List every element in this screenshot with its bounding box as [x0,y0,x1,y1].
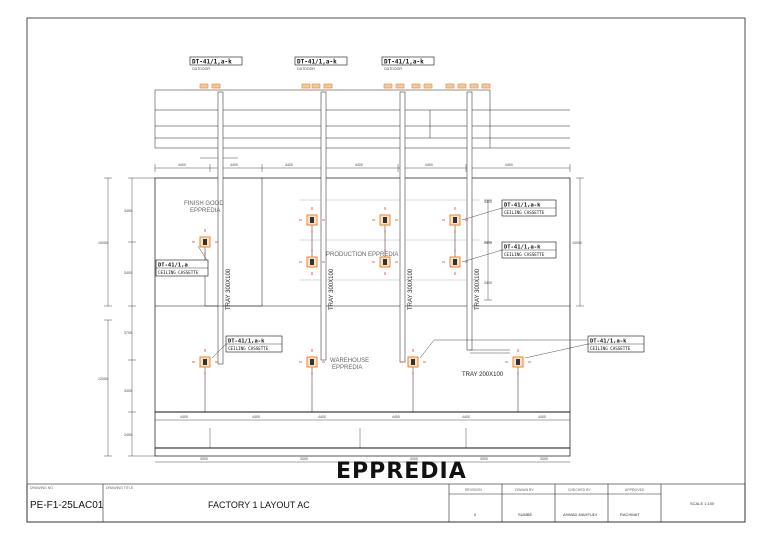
indoor-unit [192,349,218,375]
top-unit-sub-text: OUTDOOR [192,67,210,71]
dim-label: 4400 [355,163,363,167]
dim-label: 4400 [538,415,546,419]
indoor-unit [192,229,218,255]
tb-label: DRAWN BY [515,488,534,492]
revision-value: 0 [474,512,477,517]
tray-label: TRAY 300X100 [329,268,335,310]
building-outline [154,177,571,457]
approved-by-value: RACHMAT [620,512,640,517]
dim-label: 3000 [480,457,488,461]
unit-tag-text: DT-41/1,a-k [590,339,627,345]
tb-label: CHECKED BY [568,488,591,492]
left-dimensions [104,177,155,457]
unit-tag-sub: CEILING CASSETTE [158,270,199,275]
unit-tag-sub: CEILING CASSETTE [590,346,631,351]
indoor-unit [505,349,531,375]
unit-tag-sub: CEILING CASSETTE [504,210,545,215]
top-unit-tag-1: DT-41/1,a-k OUTDOOR [189,56,243,71]
dim-label: 3400 [484,200,492,204]
dim-label: 3400 [124,389,132,393]
dim-label: 12000 [98,377,108,381]
dim-label: 4400 [180,415,188,419]
top-unit-tag-2: DT-41/1,a-k OUTDOOR [294,56,348,71]
right-dimensions [484,177,584,307]
dim-label: 4400 [285,163,293,167]
unit-tag-1: DT-41/1,a-k CEILING CASSETTE [461,199,557,221]
drawing-number: PE-F1-25LAC01 [30,500,104,511]
indoor-unit [442,249,468,275]
dim-label: 4400 [425,163,433,167]
dim-label: 4400 [318,415,326,419]
title-block [26,483,746,523]
indoor-unit [400,349,426,375]
zone-label-production: PRODUCTION EPPREDIA [326,252,398,258]
unit-tag-sub: CEILING CASSETTE [504,252,545,257]
dim-label: 4400 [462,415,470,419]
dim-label: 3700 [124,331,132,335]
top-unit-tag-text: DT-41/1,a-k [297,59,337,66]
dim-label: 4400 [252,415,260,419]
indoor-unit [372,207,398,233]
tray-label: TRAY 300X100 [408,268,414,310]
unit-tag-text: DT-41/1,a [158,263,188,269]
drawn-by-value: SUMBE [518,512,533,517]
dim-label: 10000 [572,241,582,245]
dim-label: 3000 [200,457,208,461]
top-unit-sub-text: OUTDOOR [297,67,315,71]
outdoor-units-row [199,83,491,89]
indoor-unit [299,207,325,233]
tray-label: TRAY 300X100 [475,268,481,310]
dim-label: 3400 [124,209,132,213]
roof-structure [154,89,570,149]
indoor-unit [372,249,398,275]
dim-label: 4400 [230,163,238,167]
top-unit-tag-text: DT-41/1,a-k [192,59,232,66]
bottom-dimensions [155,419,570,463]
zone-label-warehouse-sub: EPPREDIA [332,365,362,371]
sheet-border [26,17,746,523]
dim-label: 2400 [124,433,132,437]
top-unit-sub-text: OUTDOOR [384,67,402,71]
zone-label-finish-good-sub: EPPREDIA [190,208,220,214]
checked-by-value: AHMAD MAHFUDI [563,512,597,517]
dim-label: 3000 [300,457,308,461]
dim-label: 3000 [410,457,418,461]
dim-label: 3400 [484,241,492,245]
unit-tag-3: DT-41/1,a CEILING CASSETTE [155,245,209,277]
indoor-unit [299,249,325,275]
brand-logo: EPPREDIA [336,459,467,484]
tb-label: DRAWING TITLE [106,486,134,490]
dim-label: 3400 [484,281,492,285]
dim-label: 3000 [540,457,548,461]
tb-label: DRAWING NO [30,486,53,490]
unit-tag-sub: CEILING CASSETTE [228,346,269,351]
indoor-unit [442,207,468,233]
tray-label: TRAY 300X100 [226,268,232,310]
indoor-unit [299,349,325,375]
unit-tag-text: DT-41/1,a-k [228,339,265,345]
unit-tag-5: DT-41/1,a-k CEILING CASSETTE [419,335,645,359]
tray-label-small: TRAY 200X100 [462,372,504,378]
unit-tag-4: DT-41/1,a-k CEILING CASSETTE [211,335,283,359]
unit-tag-text: DT-41/1,a-k [504,245,541,251]
scale-value: SCALE 1:100 [690,501,715,506]
zone-label-warehouse: WAREHOUSE [330,358,369,364]
tb-label: APPROVED [625,488,645,492]
unit-tag-2: DT-41/1,a-k CEILING CASSETTE [461,241,557,263]
zone-label-finish-good: FINISH GOOD [184,201,224,207]
dim-label: 3400 [124,271,132,275]
dim-label: 4400 [178,163,186,167]
drawing-title: FACTORY 1 LAYOUT AC [208,500,310,510]
dim-label: 10000 [98,241,108,245]
tb-label: REVISION [465,488,482,492]
unit-tag-text: DT-41/1,a-k [504,203,541,209]
top-unit-tag-text: DT-41/1,a-k [384,59,424,66]
dim-label: 4400 [392,415,400,419]
dim-label: 4400 [505,163,513,167]
top-unit-tag-3: DT-41/1,a-k OUTDOOR [381,56,435,71]
